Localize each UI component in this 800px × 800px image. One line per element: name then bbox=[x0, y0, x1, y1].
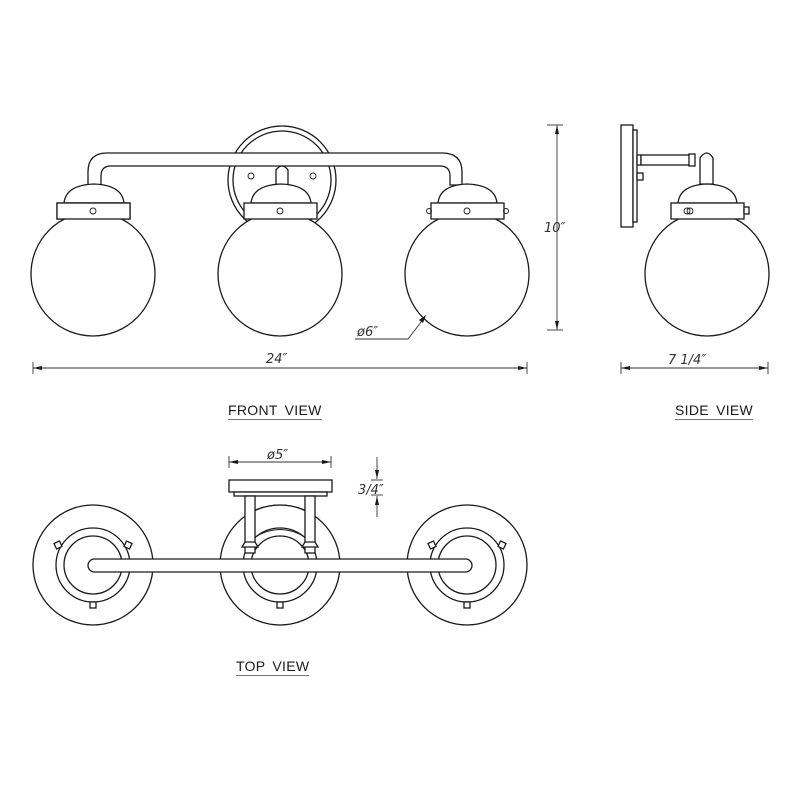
front-globe-left bbox=[30, 183, 156, 337]
overall-width-label: 24″ bbox=[266, 352, 288, 367]
top-view-label: TOP VIEW bbox=[236, 658, 310, 676]
side-globe bbox=[644, 211, 770, 337]
front-globe-right bbox=[404, 183, 530, 337]
globe-diameter-leader bbox=[355, 316, 426, 340]
backplate-depth-label: 3/4″ bbox=[358, 483, 384, 498]
overall-height-label: 10″ bbox=[544, 221, 566, 236]
side-arm bbox=[640, 154, 692, 166]
top-backplate bbox=[228, 479, 333, 493]
top-view: ø5″ 3/4″ bbox=[32, 448, 528, 626]
front-globe-center bbox=[217, 183, 343, 337]
side-backplate bbox=[620, 124, 634, 228]
top-arm-bar bbox=[87, 558, 473, 573]
front-view-label: FRONT VIEW bbox=[228, 402, 322, 420]
front-arm-bar bbox=[87, 152, 463, 186]
backplate-diameter-label: ø5″ bbox=[266, 448, 288, 463]
extension-label: 7 1/4″ bbox=[668, 353, 706, 368]
side-view: 7 1/4″ bbox=[620, 124, 770, 374]
globe-diameter-label: ø6″ bbox=[356, 325, 378, 340]
front-view: ø6″ 24″ 10″ bbox=[30, 124, 566, 374]
side-view-label: SIDE VIEW bbox=[675, 402, 754, 420]
